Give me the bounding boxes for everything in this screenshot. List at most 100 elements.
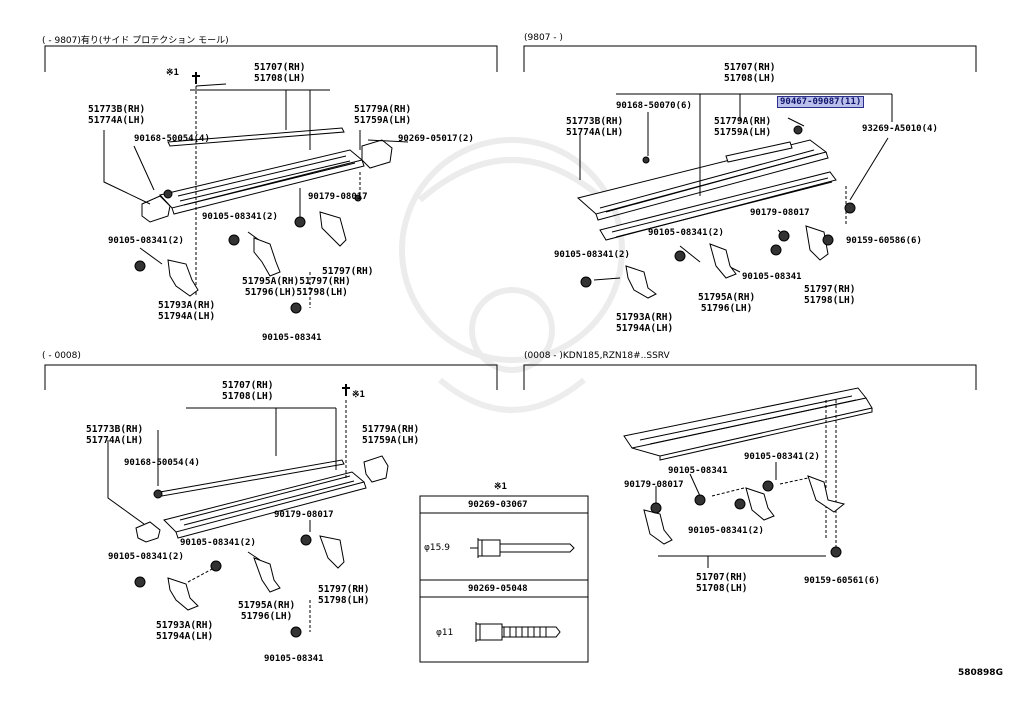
part-90105-08341-2[interactable]: 90105-08341(2) <box>744 452 820 462</box>
part-label[interactable]: 51795A(RH) 51796(LH) <box>698 292 755 314</box>
part-51794a-lh: 51794A(LH) <box>156 631 214 642</box>
inset-title: ※1 <box>494 482 507 492</box>
part-label[interactable]: 51793A(RH) 51794A(LH) <box>158 300 215 322</box>
part-90269-05017[interactable]: 90269-05017(2) <box>398 134 474 144</box>
part-90179-08017[interactable]: 90179-08017 <box>308 192 368 202</box>
rivet-1-shape <box>477 538 575 558</box>
catalog-id: 580898G <box>958 668 1003 678</box>
part-51708-lh: 51708(LH) <box>254 73 306 84</box>
part-90168-50054[interactable]: 90168-50054(4) <box>124 458 200 468</box>
part-90105-08341[interactable]: 90105-08341 <box>264 654 324 664</box>
part-label[interactable]: 51793A(RH) 51794A(LH) <box>616 312 673 334</box>
part-label[interactable]: 51779A(RH) 51759A(LH) <box>714 116 771 138</box>
part-51759a-lh: 51759A(LH) <box>362 435 420 446</box>
part-label[interactable]: 51773B(RH) 51774A(LH) <box>88 104 145 126</box>
part-label[interactable]: 51797(RH) <box>322 266 373 277</box>
part-90105-08341-2[interactable]: 90105-08341(2) <box>180 538 256 548</box>
watermark <box>399 137 625 413</box>
q2-step-board <box>576 139 828 215</box>
section-bracket-q3 <box>44 364 498 390</box>
part-51796-lh: 51796(LH) <box>700 303 753 314</box>
part-label[interactable]: 51707(RH) 51708(LH) <box>254 62 305 84</box>
part-label[interactable]: 51773B(RH) 51774A(LH) <box>86 424 143 446</box>
q4-bracket-left <box>643 509 673 545</box>
q1-end-cap-front <box>141 195 171 223</box>
part-90105-08341-2[interactable]: 90105-08341(2) <box>202 212 278 222</box>
part-51708-lh: 51708(LH) <box>222 391 274 402</box>
part-51796-lh-comb: 51796(LH)51798(LH) <box>244 287 348 298</box>
inset-box <box>419 495 589 663</box>
part-51795a-rh: 51795A(RH) <box>698 292 756 303</box>
part-label[interactable]: 51797(RH) 51798(LH) <box>804 284 855 306</box>
part-label[interactable]: 51779A(RH) 51759A(LH) <box>362 424 419 446</box>
part-90105-08341-2[interactable]: 90105-08341(2) <box>688 526 764 536</box>
part-90105-08341[interactable]: 90105-08341 <box>668 466 728 476</box>
part-90179-08017[interactable]: 90179-08017 <box>274 510 334 520</box>
part-51797-rh: 51797(RH) <box>322 266 374 277</box>
q3-bracket-51793a <box>167 577 199 611</box>
part-label[interactable]: 51793A(RH) 51794A(LH) <box>156 620 213 642</box>
part-51773b-rh: 51773B(RH) <box>88 104 146 115</box>
section-header-q4: (0008 - )KDN185,RZN18#..SSRV <box>524 351 670 361</box>
q3-end-cap-front <box>135 521 161 543</box>
part-90105-08341-2[interactable]: 90105-08341(2) <box>648 228 724 238</box>
part-51795a-rh: 51795A(RH) <box>238 600 296 611</box>
part-90105-08341[interactable]: 90105-08341 <box>262 333 322 343</box>
part-93269-a5010[interactable]: 93269-A5010(4) <box>862 124 938 134</box>
part-90179-08017[interactable]: 90179-08017 <box>624 480 684 490</box>
q1-bracket-51797 <box>319 211 347 247</box>
part-label[interactable]: 51795A(RH)51797(RH) 51796(LH)51798(LH) <box>242 276 351 298</box>
part-51798-lh: 51798(LH) <box>318 595 370 606</box>
q1-bracket-51793a <box>167 259 199 297</box>
section-header-q1: ( - 9807)有り(サイド プロテクション モール) <box>42 36 229 46</box>
part-90168-50054[interactable]: 90168-50054(4) <box>134 134 210 144</box>
part-90105-08341-2[interactable]: 90105-08341(2) <box>108 236 184 246</box>
part-90159-60586[interactable]: 90159-60586(6) <box>846 236 922 246</box>
inset-rivet-1-part[interactable]: 90269-03067 <box>468 500 528 510</box>
part-90105-08341[interactable]: 90105-08341 <box>742 272 802 282</box>
q4-drawing <box>623 387 873 568</box>
part-51759a-lh: 51759A(LH) <box>714 127 772 138</box>
part-51774a-lh: 51774A(LH) <box>86 435 144 446</box>
part-51793a-rh: 51793A(RH) <box>616 312 674 323</box>
q1-end-cap-rear <box>361 139 393 169</box>
part-90168-50070[interactable]: 90168-50070(6) <box>616 101 692 111</box>
part-label[interactable]: 51773B(RH) 51774A(LH) <box>566 116 623 138</box>
part-51707-rh: 51707(RH) <box>254 62 306 73</box>
part-51793a-rh: 51793A(RH) <box>156 620 214 631</box>
part-label[interactable]: 51779A(RH) 51759A(LH) <box>354 104 411 126</box>
q2-drawing <box>576 93 893 299</box>
q1-bracket-51795a <box>253 237 281 277</box>
q2-bracket-51797 <box>805 225 829 261</box>
marker-label: ※1 <box>166 68 179 78</box>
part-51794a-lh: 51794A(LH) <box>158 311 216 322</box>
q3-drawing <box>107 384 389 638</box>
part-90159-60561[interactable]: 90159-60561(6) <box>804 576 880 586</box>
part-label[interactable]: 51795A(RH) 51796(LH) <box>238 600 295 622</box>
q2-bracket-51793a <box>625 265 657 299</box>
section-header-q2: (9807 - ) <box>524 33 563 43</box>
part-label[interactable]: 51707(RH) 51708(LH) <box>222 380 273 402</box>
part-51779a-rh: 51779A(RH) <box>714 116 772 127</box>
q3-end-cap-rear <box>363 455 389 483</box>
part-90105-08341-2[interactable]: 90105-08341(2) <box>554 250 630 260</box>
part-90105-08341-2[interactable]: 90105-08341(2) <box>108 552 184 562</box>
part-90467-09087-highlighted[interactable]: 90467-09087(11) <box>776 96 865 108</box>
section-bracket-q2 <box>523 45 977 72</box>
part-90179-08017[interactable]: 90179-08017 <box>750 208 810 218</box>
inset-rivet-1-dim: φ15.9 <box>424 543 450 553</box>
part-51794a-lh: 51794A(LH) <box>616 323 674 334</box>
part-label[interactable]: 51797(RH) 51798(LH) <box>318 584 369 606</box>
part-51708-lh: 51708(LH) <box>724 73 776 84</box>
q4-bracket-right <box>807 475 846 513</box>
q2-bracket-51795a <box>709 243 737 279</box>
part-51797-rh: 51797(RH) <box>318 584 370 595</box>
section-header-q3: ( - 0008) <box>42 351 81 361</box>
part-label[interactable]: 51707(RH) 51708(LH) <box>696 572 747 594</box>
q3-bracket-51797 <box>319 535 345 569</box>
section-bracket-q4 <box>523 364 977 390</box>
q3-bracket-51795a <box>253 557 281 593</box>
part-label[interactable]: 51707(RH) 51708(LH) <box>724 62 775 84</box>
inset-rivet-2-part[interactable]: 90269-05048 <box>468 584 528 594</box>
